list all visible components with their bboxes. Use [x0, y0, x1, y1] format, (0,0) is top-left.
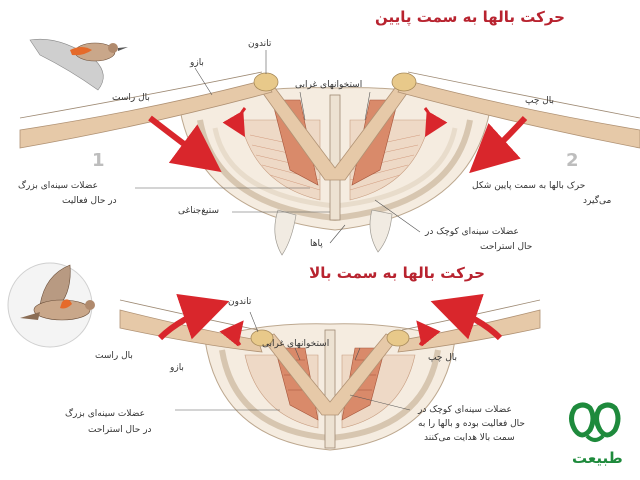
- label-coracoid-top: استخوانهای غرابی: [295, 80, 363, 90]
- tendon-left-bottom: [386, 329, 410, 347]
- label-left-wing-top: بال چپ: [525, 96, 555, 106]
- label-small-muscle-bottom-3: سمت بالا هدایت می‌کنند: [424, 433, 515, 443]
- label-wing-motion-2: می‌گیرد: [583, 196, 612, 206]
- top-diagram: [19, 38, 640, 256]
- label-big-muscle-bottom-1: عضلات سینه‌ای بزرگ: [65, 409, 145, 419]
- label-right-wing-top: بال راست: [112, 93, 150, 103]
- downstroke-arrow-left: [469, 115, 528, 174]
- label-small-muscle-top-1: عضلات سینه‌ای کوچک در: [425, 227, 519, 237]
- legs-top: [274, 209, 393, 256]
- label-arm-bottom: بازو: [170, 363, 184, 373]
- label-small-muscle-bottom-1: عضلات سینه‌ای کوچک در: [418, 405, 512, 415]
- bird-downstroke-sketch: [29, 38, 128, 91]
- tendon-right-bottom: [250, 329, 274, 347]
- label-wing-motion-1: حرک بالها به سمت پایین شکل: [472, 181, 586, 191]
- label-coracoid-bottom: استخوانهای غرابی: [262, 339, 330, 349]
- bottom-title: حرکت بالها به سمت بالا: [309, 264, 485, 282]
- label-big-muscle-top-2: در حال فعالیت: [62, 196, 117, 206]
- label-right-wing-bottom: بال راست: [95, 351, 133, 361]
- bird-upstroke-sketch: [7, 262, 95, 348]
- step-number-1: 1: [92, 150, 105, 171]
- upstroke-arrow-right: [157, 293, 230, 341]
- label-tendon-top: تاندون: [248, 39, 272, 49]
- tabiat-logo: [569, 402, 621, 442]
- top-title: حرکت بالها به سمت پایین: [375, 8, 565, 26]
- label-keel-top: ستیغ‌جناغی: [178, 206, 219, 216]
- upstroke-arrow-left: [430, 293, 503, 341]
- keel-bone-top: [329, 94, 341, 221]
- tendon-left-top: [391, 72, 417, 92]
- label-arm-top: بازو: [190, 58, 204, 68]
- right-wing-bone-top: [19, 79, 273, 149]
- logo-text: طبیعت: [572, 449, 623, 467]
- step-number-2: 2: [566, 150, 579, 171]
- downstroke-arrow-right: [148, 115, 222, 173]
- label-small-muscle-bottom-2: حال فعالیت بوده و بالها را به: [418, 419, 525, 429]
- label-big-muscle-top-1: عضلات سینه‌ای بزرگ: [18, 181, 98, 191]
- label-big-muscle-bottom-2: در حال استراحت: [88, 425, 152, 435]
- label-legs-top: پاها: [310, 239, 323, 249]
- bottom-diagram: [7, 262, 541, 451]
- label-small-muscle-top-2: حال استراحت: [480, 242, 533, 252]
- label-left-wing-bottom: بال چپ: [428, 353, 458, 363]
- tendon-right-top: [253, 72, 279, 92]
- label-tendon-bottom: تاندون: [228, 297, 252, 307]
- keel-bone-bottom: [324, 329, 336, 449]
- left-wing-bone-top: [397, 79, 640, 149]
